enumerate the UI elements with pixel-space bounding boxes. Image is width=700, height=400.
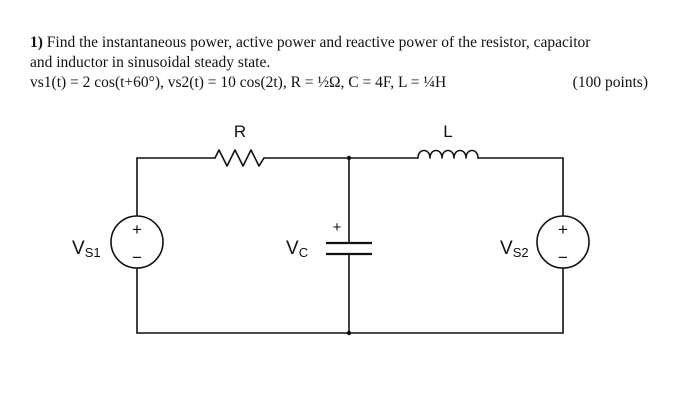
problem-text-line-1: Find the instantaneous power, active pow… (46, 34, 591, 51)
source-2-label-main: V (500, 238, 513, 259)
capacitor-label-sub: C (299, 245, 308, 260)
node-bottom-middle (346, 330, 352, 336)
problem-statement: 1) Find the instantaneous power, active … (30, 33, 670, 93)
capacitor-label-main: V (286, 238, 299, 259)
node-top-middle (346, 155, 352, 161)
source-1-label-sub: S1 (85, 245, 101, 260)
problem-points: (100 points) (572, 74, 648, 91)
resistor-symbol (214, 149, 265, 167)
source-1-minus-sign: − (132, 248, 142, 267)
capacitor-plus-sign: + (333, 219, 342, 236)
source-2-plus-sign: + (558, 220, 568, 239)
capacitor-voltage-label: VC (286, 238, 308, 260)
voltage-source-2-symbol (536, 215, 590, 269)
resistor-label: R (234, 122, 246, 141)
problem-number: 1) (30, 34, 43, 51)
voltage-source-1-symbol (110, 215, 164, 269)
source-2-minus-sign: − (558, 248, 568, 267)
source-1-label-main: V (72, 238, 85, 259)
source-1-label: VS1 (72, 238, 101, 260)
problem-text-line-2: and inductor in sinusoidal steady state. (30, 54, 271, 71)
source-2-label-sub: S2 (513, 245, 529, 260)
problem-line-1: 1) Find the instantaneous power, active … (30, 33, 670, 53)
source-2-label: VS2 (500, 238, 529, 260)
inductor-symbol (417, 149, 479, 159)
inductor-label: L (443, 122, 452, 141)
problem-givens: vs1(t) = 2 cos(t+60°), vs2(t) = 10 cos(2… (30, 74, 447, 91)
source-1-plus-sign: + (132, 220, 142, 239)
